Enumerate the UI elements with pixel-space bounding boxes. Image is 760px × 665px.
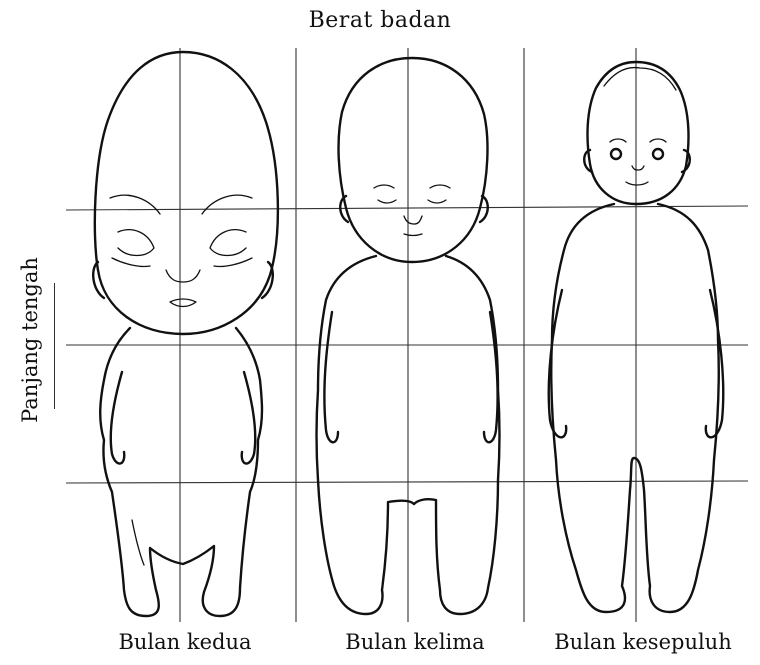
baby-3-head bbox=[588, 62, 689, 204]
caption-second-month: Bulan kedua bbox=[90, 630, 280, 654]
caption-tenth-month: Bulan kesepuluh bbox=[528, 630, 758, 654]
side-label: Panjang tengah bbox=[18, 257, 42, 423]
baby-1-head bbox=[95, 52, 278, 334]
grid-horizontal-1 bbox=[66, 206, 748, 210]
baby-1-arm-left bbox=[111, 372, 125, 464]
baby-3-arm-right bbox=[706, 290, 723, 437]
baby-1-body bbox=[100, 328, 262, 616]
grid-horizontal-3 bbox=[66, 481, 748, 483]
baby-figure-second-month bbox=[93, 52, 278, 616]
baby-3-body bbox=[551, 204, 719, 612]
side-label-underline bbox=[54, 283, 55, 409]
top-label: Berat badan bbox=[0, 8, 760, 33]
baby-2-arm-left bbox=[324, 312, 338, 442]
caption-fifth-month: Bulan kelima bbox=[320, 630, 510, 654]
baby-2-head bbox=[339, 58, 488, 262]
baby-1-arm-right bbox=[242, 372, 256, 464]
